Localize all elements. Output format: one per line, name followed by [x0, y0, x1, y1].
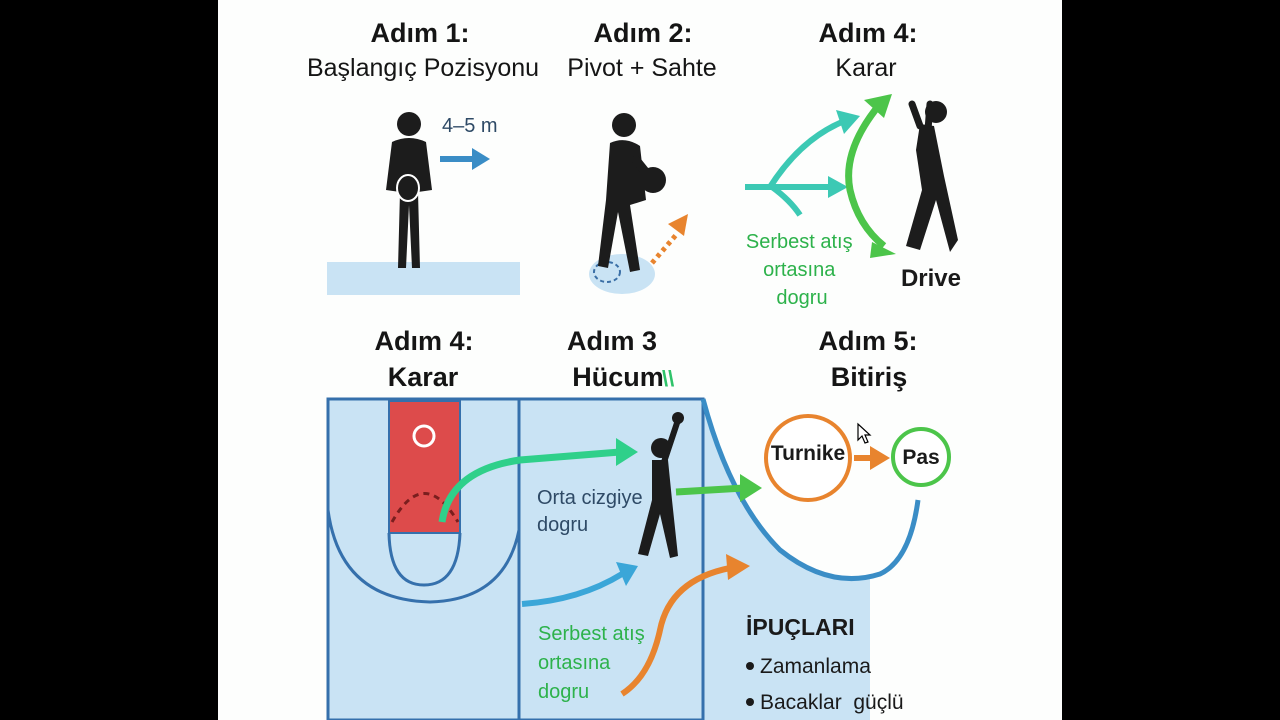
turnike-label: Turnike: [771, 442, 845, 465]
turnike-circle: [764, 414, 852, 502]
step4-top-title: Adım 4:: [818, 18, 917, 48]
step4-option-left-label: Serbest atış ortasına dogru: [746, 231, 858, 309]
step4-court-title: Adım 4:: [374, 326, 473, 356]
step3-subtitle: Hücum: [572, 362, 664, 392]
step5-title: Adım 5:: [818, 326, 917, 356]
tips-heading: İPUÇLARI: [746, 614, 855, 640]
step1-player-icon: [386, 112, 432, 268]
pas-circle: [891, 427, 951, 487]
step1-panel: Adım 1: Başlangıç Pozisyonu 4–5 m: [307, 18, 539, 295]
move-cursor-icon: [857, 422, 872, 444]
hoop-icon: [412, 424, 436, 448]
step2-title: Adım 2:: [593, 18, 692, 48]
step4-court-subtitle: Karar: [388, 362, 459, 392]
step3-mark: \\: [662, 366, 674, 391]
step4-decision-branch-arrows: [745, 94, 896, 258]
step4-top-panel: Adım 4: Karar Serbest atış ortasına dogr…: [745, 18, 961, 309]
diagram-stage: Adım 1: Başlangıç Pozisyonu 4–5 m Adım 2…: [218, 0, 1062, 720]
step1-floor: [327, 262, 520, 295]
step1-distance-label: 4–5 m: [442, 115, 498, 137]
step2-fake-arrow-icon: [650, 214, 688, 265]
tips-item: Bacaklar güçlü: [760, 691, 904, 714]
step2-subtitle: Pivot + Sahte: [567, 54, 716, 82]
step1-direction-arrow-icon: [440, 148, 490, 170]
step1-title: Adım 1:: [370, 18, 469, 48]
pas-label: Pas: [902, 446, 939, 469]
tips-box: İPUÇLARI Zamanlama Bacaklar güçlü: [746, 614, 904, 714]
step2-pivot-foot-marker: [593, 261, 621, 283]
step3-title: Adım 3: [567, 326, 657, 356]
step5-subtitle: Bitiriş: [831, 362, 908, 392]
paint-area: [388, 400, 461, 534]
step5-finish-options: Turnike Pas: [764, 414, 951, 502]
court-path-arrows: [438, 438, 762, 697]
step2-player-icon: [598, 113, 666, 272]
step3-direction-label: Orta cizgiye dogru: [537, 487, 648, 536]
step1-subtitle: Başlangıç Pozisyonu: [307, 54, 539, 82]
step4-driving-player-icon: [906, 100, 958, 252]
tips-bullet: [746, 662, 754, 670]
step3-shooting-player-icon: [638, 412, 684, 558]
step3-free-throw-label: Serbest atış ortasına dogru: [538, 623, 650, 703]
step4-top-subtitle: Karar: [835, 54, 896, 82]
basketball-drill-diagram: Adım 1: Başlangıç Pozisyonu 4–5 m Adım 2…: [307, 18, 961, 720]
tips-bullet: [746, 698, 754, 706]
step2-panel: Adım 2: Pivot + Sahte: [567, 18, 717, 294]
tips-item: Zamanlama: [760, 655, 871, 678]
step4-option-right-label: Drive: [901, 265, 961, 292]
